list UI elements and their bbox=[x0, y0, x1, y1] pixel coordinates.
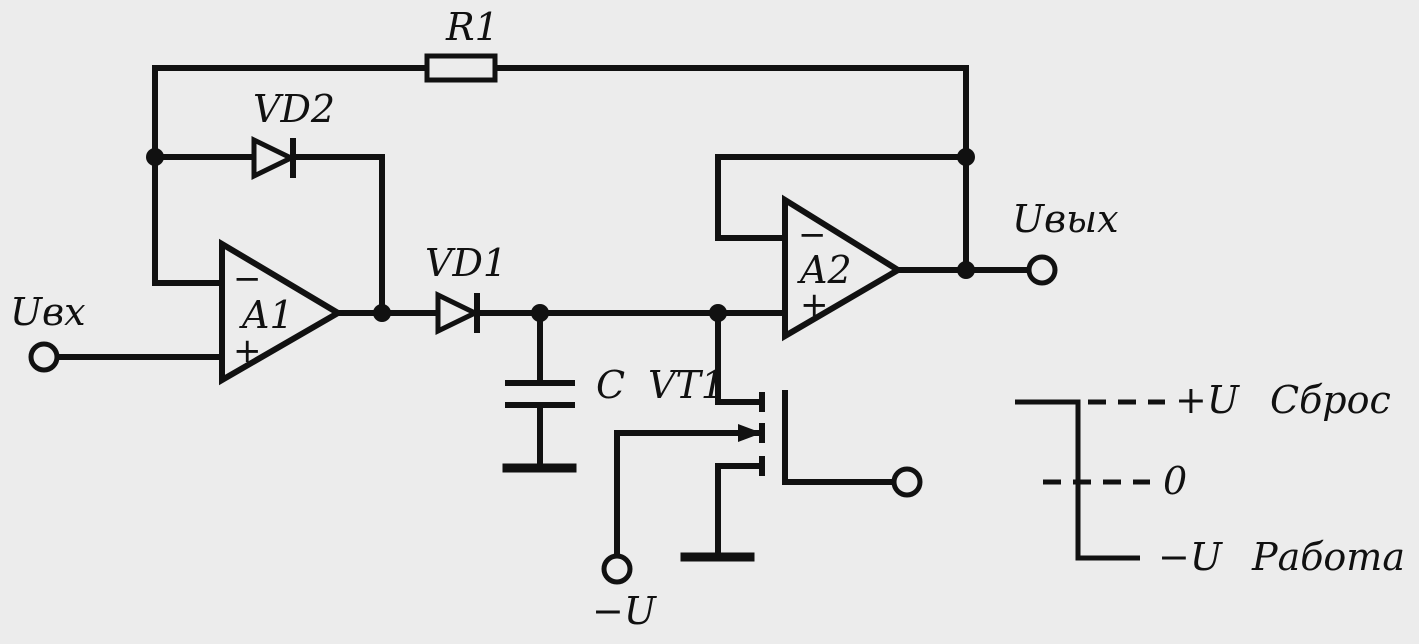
label-work-level: −U bbox=[1158, 535, 1224, 579]
output-terminal bbox=[1026, 254, 1058, 286]
control-terminal bbox=[891, 466, 923, 498]
label-a2: A2 bbox=[797, 248, 852, 292]
a2-minus-sign: − bbox=[798, 215, 827, 255]
junction-dot bbox=[709, 304, 727, 322]
label-vd2: VD2 bbox=[253, 87, 335, 131]
transistor-vt1 bbox=[738, 392, 765, 476]
label-c: C bbox=[596, 363, 625, 407]
wire-a2-minus bbox=[715, 154, 969, 241]
wire-vt1-bulk bbox=[782, 390, 899, 485]
label-vd1: VD1 bbox=[425, 241, 507, 285]
wire-r1-right bbox=[492, 65, 969, 273]
label-r1: R1 bbox=[445, 5, 499, 49]
junction-dot bbox=[957, 148, 975, 166]
label-u-in: Uвх bbox=[10, 290, 86, 334]
junction-dot bbox=[146, 148, 164, 166]
label-u-out: Uвых bbox=[1012, 197, 1119, 241]
wire-vd2-right bbox=[292, 154, 385, 316]
wire-vt1-drain bbox=[715, 310, 765, 405]
label-work: Работа bbox=[1251, 535, 1405, 579]
opamp-a2 bbox=[782, 194, 904, 342]
a1-minus-sign: − bbox=[233, 259, 262, 299]
diode-vd1 bbox=[435, 291, 481, 335]
label-minus-u: −U bbox=[592, 589, 658, 633]
wire-vt1-source bbox=[715, 463, 765, 558]
opamp-a1 bbox=[219, 238, 344, 386]
junction-dot bbox=[957, 261, 975, 279]
a2-plus-sign: + bbox=[800, 285, 829, 325]
wire-vt1-gate bbox=[614, 430, 765, 558]
resistor-r1 bbox=[424, 53, 498, 83]
wire-r1-left bbox=[152, 65, 430, 160]
diode-vd2 bbox=[251, 136, 297, 180]
label-a1: A1 bbox=[239, 293, 294, 337]
label-reset-level: +U bbox=[1175, 378, 1241, 422]
label-reset: Сброс bbox=[1270, 378, 1391, 422]
input-terminal bbox=[28, 341, 60, 373]
wire-a1-minus bbox=[152, 154, 225, 286]
a1-plus-sign: + bbox=[233, 331, 262, 371]
label-vt1: VT1 bbox=[648, 363, 725, 407]
supply-terminal bbox=[601, 553, 633, 585]
label-zero-level: 0 bbox=[1163, 459, 1187, 503]
junction-dot bbox=[373, 304, 391, 322]
junction-dot bbox=[531, 304, 549, 322]
